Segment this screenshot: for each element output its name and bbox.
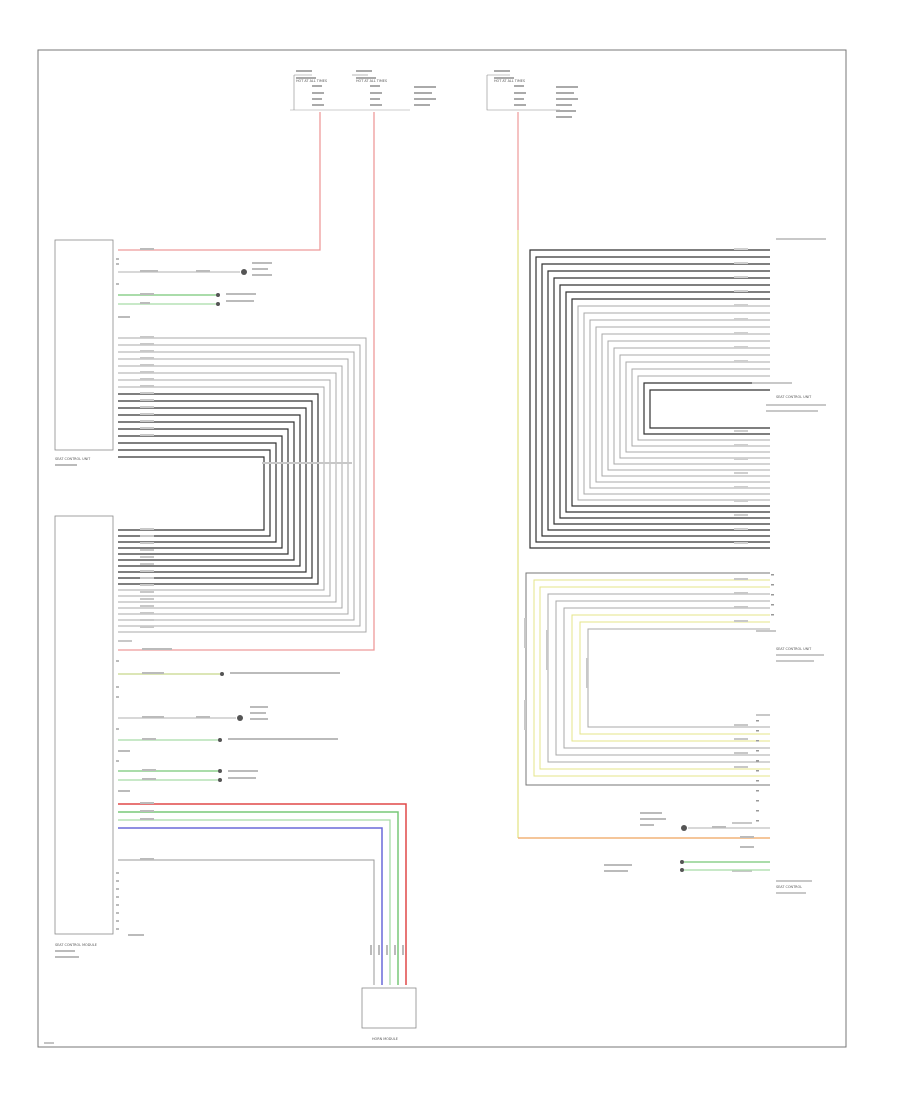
left-module-top-label: SEAT CONTROL UNIT [55,457,91,461]
wire-red-harness [118,803,407,985]
horn-module-box [361,987,417,1029]
right-bus-lower [525,572,770,786]
right-module-mid-label: SEAT CONTROL UNIT [776,647,812,651]
fuse-3-title: HOT AT ALL TIMES [494,79,525,83]
fuse-group-2: HOT AT ALL TIMES [486,70,578,118]
left-module-top-box [54,239,114,451]
fuse-1-title: HOT AT ALL TIMES [296,79,327,83]
wire-grey-harness [118,859,375,985]
wire-red-fuse2 [118,112,375,651]
diagram-frame [37,49,847,1048]
right-module-top-label: SEAT CONTROL UNIT [776,395,812,399]
horn-module-label: HORN MODULE [372,1037,398,1041]
right-bus-black-top [529,249,770,549]
left-bus-black [118,393,319,585]
right-connector-pins [756,574,774,822]
diagram-id: xxxxx [44,1041,54,1045]
right-module-bottom-label: SEAT CONTROL [776,885,802,889]
left-module-bottom-box [54,515,114,935]
wire-greenlight-harness [118,819,391,985]
right-bus-black-inner [643,382,770,435]
right-bus-grey-mid [577,305,770,501]
wire-blue-harness [118,827,383,985]
fuse-2-title: HOT AT ALL TIMES [356,79,387,83]
left-bus-grey [118,337,367,633]
wire-red-top [118,112,321,251]
left-module-bottom-label: SEAT CONTROL MODULE [55,943,97,947]
fuse-group-1: HOT AT ALL TIMES HOT AT ALL TIMES [290,70,436,111]
wire-green-harness [118,811,399,985]
